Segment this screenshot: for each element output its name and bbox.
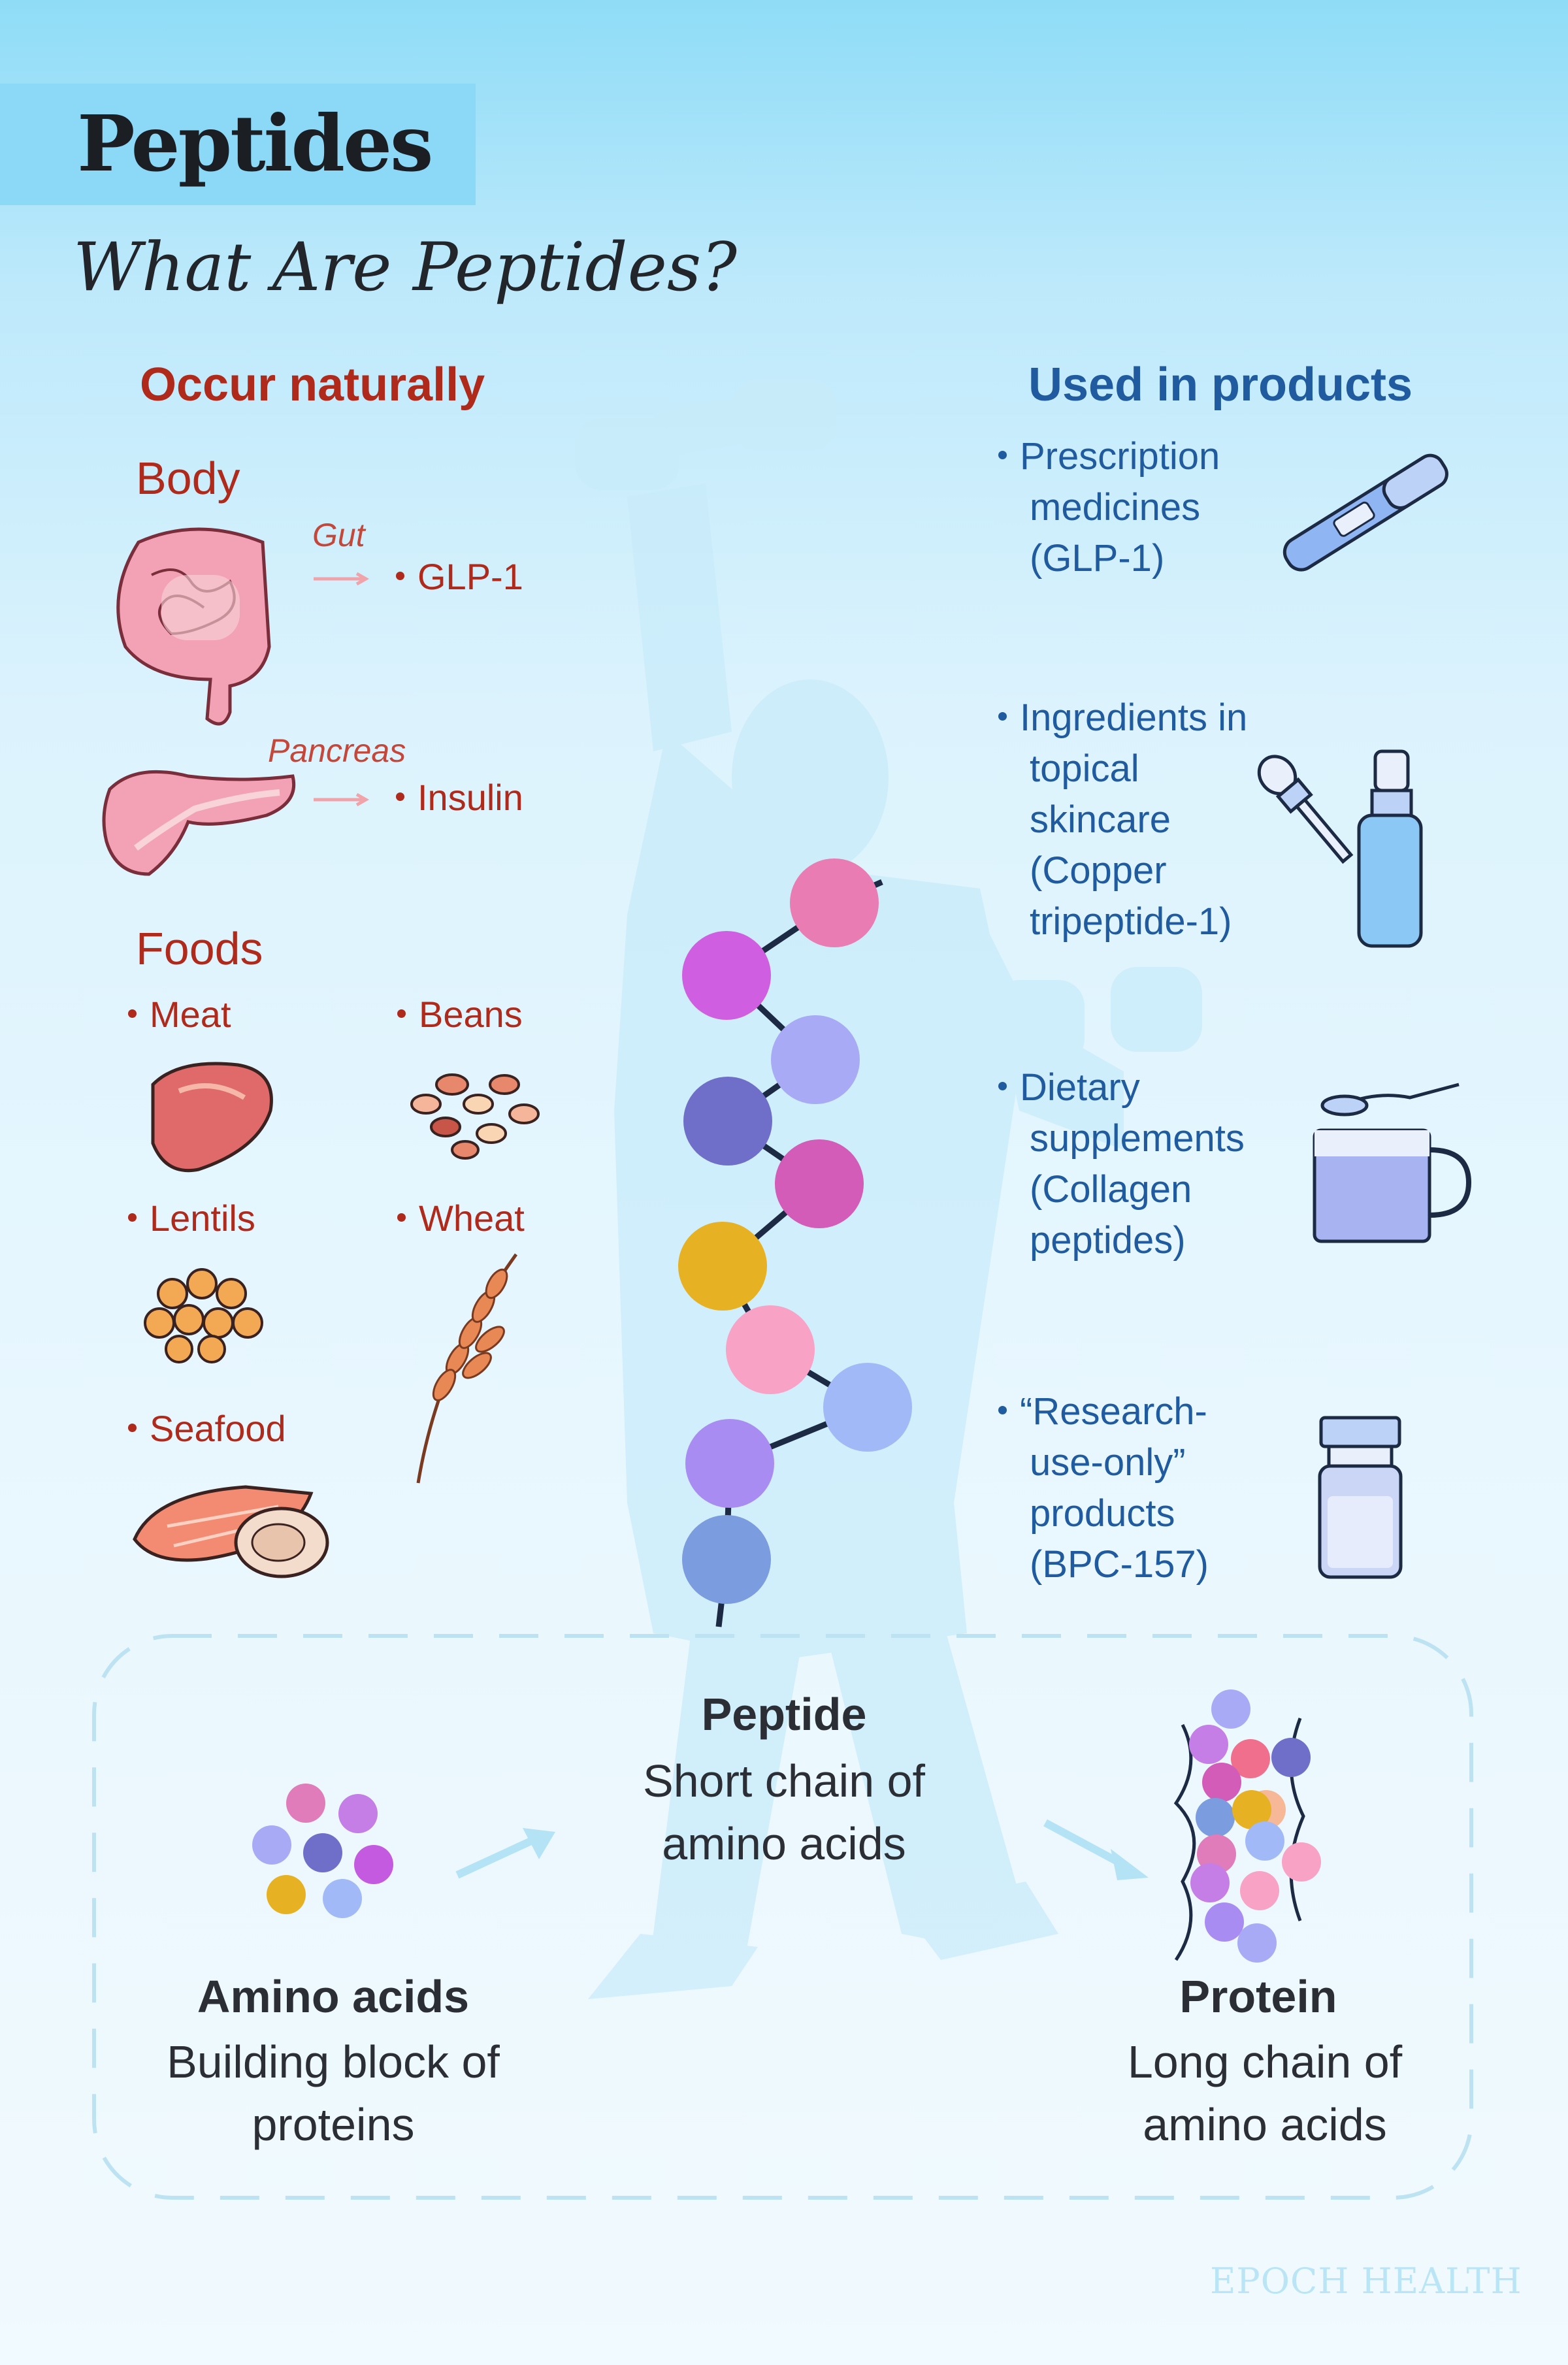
- amino-acid-bead: [682, 931, 771, 1020]
- food-seafood: Seafood: [128, 1407, 286, 1450]
- food-wheat: Wheat: [397, 1197, 525, 1239]
- amino-acid-bead: [685, 1419, 774, 1508]
- bullet-icon: [998, 1406, 1007, 1415]
- protein-desc-1: Long chain of: [1127, 2036, 1403, 2087]
- seafood-icon: [133, 1485, 329, 1578]
- bullet-icon: [128, 1423, 137, 1432]
- page-subtitle: What Are Peptides?: [73, 229, 737, 306]
- injection-pen-icon: [1282, 453, 1448, 572]
- dropper-bottle-icon: [1257, 749, 1423, 948]
- amino-acid-bead: [678, 1222, 767, 1311]
- summary-box: [92, 1634, 1473, 2200]
- amino-acids-desc-2: proteins: [252, 2099, 415, 2150]
- arrow-right-icon: [314, 792, 370, 807]
- meat-icon: [151, 1062, 273, 1173]
- arrow-right-icon: [455, 1828, 555, 1879]
- peptide-title: Peptide: [701, 1689, 867, 1740]
- amino-acid-bead: [823, 1363, 912, 1452]
- amino-acid-bead: [790, 858, 879, 947]
- pancreas-label: Pancreas: [268, 732, 406, 769]
- peptide-desc-2: amino acids: [662, 1818, 906, 1869]
- amino-acids-title: Amino acids: [197, 1971, 470, 2022]
- product-item-skincare: Ingredients in topical skincare (Copper …: [998, 693, 1247, 947]
- page-title: Peptides: [77, 98, 433, 189]
- amino-acid-bead: [771, 1015, 860, 1104]
- foods-heading: Foods: [136, 923, 263, 974]
- brand-logo: EPOCH HEALTH: [1210, 2260, 1522, 2302]
- peptide-desc-1: Short chain of: [643, 1755, 925, 1806]
- food-lentils: Lentils: [128, 1197, 255, 1239]
- product-item-prescription: Prescription medicines (GLP-1): [998, 431, 1220, 584]
- mug-spoon-icon: [1313, 1083, 1472, 1243]
- food-beans: Beans: [397, 993, 523, 1036]
- bullet-icon: [396, 792, 404, 801]
- amino-acid-bead: [683, 1077, 772, 1166]
- glp1-item: GLP-1: [396, 555, 523, 598]
- food-meat: Meat: [128, 993, 231, 1036]
- amino-acid-bead: [682, 1515, 771, 1604]
- amino-acids-cluster: [252, 1784, 393, 1918]
- product-item-research: “Research- use-only” products (BPC-157): [998, 1386, 1209, 1590]
- arrow-right-icon: [314, 572, 370, 586]
- bullet-icon: [998, 451, 1007, 460]
- vial-icon: [1318, 1416, 1403, 1579]
- bullet-icon: [396, 571, 404, 580]
- product-item-supplements: Dietary supplements (Collagen peptides): [998, 1062, 1245, 1266]
- arrow-right-icon: [1043, 1819, 1149, 1880]
- bullet-icon: [998, 712, 1007, 721]
- insulin-item: Insulin: [396, 776, 523, 819]
- pancreas-icon: [102, 770, 296, 876]
- gut-label: Gut: [312, 517, 365, 553]
- bullet-icon: [128, 1009, 137, 1018]
- bullet-icon: [397, 1213, 406, 1222]
- bullet-icon: [397, 1009, 406, 1018]
- lentils-icon: [144, 1268, 263, 1363]
- peptide-chain: [678, 858, 912, 1627]
- amino-acids-desc-1: Building block of: [167, 2036, 500, 2087]
- wheat-icon: [416, 1253, 518, 1484]
- protein-cluster: [1173, 1689, 1321, 1963]
- bullet-icon: [998, 1082, 1007, 1091]
- amino-acid-bead: [726, 1305, 815, 1394]
- body-heading: Body: [136, 453, 240, 504]
- used-in-products-heading: Used in products: [1028, 359, 1413, 411]
- protein-desc-2: amino acids: [1143, 2099, 1387, 2150]
- intestine-icon: [116, 527, 271, 726]
- occur-naturally-heading: Occur naturally: [140, 359, 485, 411]
- amino-acid-bead: [775, 1139, 864, 1228]
- beans-icon: [410, 1073, 540, 1160]
- bullet-icon: [128, 1213, 137, 1222]
- protein-title: Protein: [1179, 1971, 1337, 2022]
- title-band: [0, 84, 476, 205]
